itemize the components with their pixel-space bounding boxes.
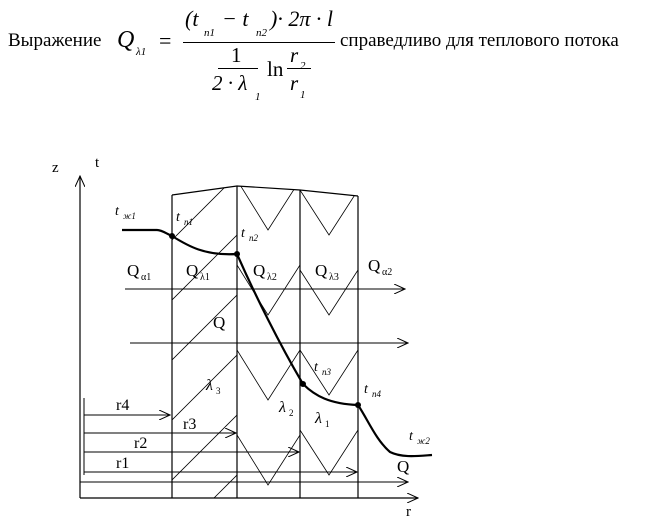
formula-fraction-bar — [183, 42, 335, 43]
axis-z-label: z — [52, 160, 59, 176]
formula-lhs-symbol: Q — [117, 27, 135, 53]
label-t-n3-sub: п3 — [322, 367, 332, 377]
label-t-zh2: t — [409, 429, 414, 444]
formula-ln: ln — [267, 57, 284, 81]
axis-t-label: t — [95, 155, 100, 171]
formula-equals: = — [159, 28, 172, 53]
label-t-n4: t — [364, 382, 369, 397]
label-r1: r1 — [116, 455, 129, 472]
label-lambda2-sub: 2 — [289, 408, 294, 418]
label-q-bottom: Q — [397, 457, 409, 476]
formula-r1-subscript: 1 — [300, 89, 306, 101]
label-lambda2: λ — [278, 399, 286, 416]
wall-boundaries — [171, 185, 359, 498]
label-r2: r2 — [134, 435, 147, 452]
formula-den-one: 1 — [231, 43, 242, 67]
label-lambda1: λ — [314, 410, 322, 427]
label-q-l2-sub: λ2 — [267, 272, 277, 283]
label-lambda3-sub: 3 — [216, 386, 221, 396]
label-q-a1-sub: α1 — [141, 272, 151, 283]
formula-den-two-lambda: 2 · λ — [212, 71, 248, 95]
formula-t1-subscript: п1 — [204, 27, 215, 39]
label-q-a2: Q — [368, 256, 380, 275]
label-q-mid: Q — [213, 313, 225, 332]
label-t-n1: t — [176, 210, 181, 225]
formula-r1: r — [290, 71, 299, 95]
question-prefix: Выражение — [8, 30, 102, 51]
formula-inner-bar-left — [218, 68, 258, 69]
layer-3-hatching — [300, 190, 358, 476]
formula-numerator-open: (t — [185, 6, 199, 31]
label-q-l1: Q — [186, 261, 198, 280]
label-lambda3: λ — [205, 377, 213, 394]
label-q-a2-sub: α2 — [382, 267, 392, 278]
question-suffix: справедливо для теплового потока — [340, 30, 619, 51]
label-t-n4-sub: п4 — [372, 389, 382, 399]
formula-minus-t: − t — [222, 6, 249, 31]
label-q-l3-sub: λ3 — [329, 272, 339, 283]
temperature-points — [169, 233, 361, 408]
formula-r2-subscript: 2 — [300, 60, 306, 72]
axis-r-label: r — [406, 504, 411, 520]
layer-1-hatching — [172, 186, 237, 498]
question-statement: Выражение Q λ1 = (t п1 − t п2 )· 2π · l … — [0, 0, 669, 112]
label-t-n2: t — [241, 226, 246, 241]
axes — [80, 176, 418, 498]
formula-lambda-subscript: 1 — [255, 91, 261, 103]
formula-lhs-subscript: λ1 — [136, 46, 147, 58]
label-t-zh1: t — [115, 204, 120, 219]
label-r3: r3 — [183, 416, 196, 433]
label-q-l3: Q — [315, 261, 327, 280]
layer-2-hatching — [237, 186, 300, 486]
label-t-zh1-sub: ж1 — [123, 211, 136, 221]
label-lambda1-sub: 1 — [325, 419, 330, 429]
heat-flow-arrows — [80, 289, 408, 482]
label-q-a1: Q — [127, 261, 139, 280]
radius-arrows — [83, 398, 357, 475]
label-t-n3: t — [314, 360, 319, 375]
formula-numerator-tail: )· 2π · l — [270, 6, 333, 31]
label-t-n1-sub: п1 — [184, 217, 193, 227]
formula-inner-bar-right — [287, 68, 311, 69]
label-q-l1-sub: λ1 — [200, 272, 210, 283]
label-t-zh2-sub: ж2 — [417, 436, 430, 446]
label-r4: r4 — [116, 397, 129, 414]
formula-r2: r — [290, 43, 299, 67]
formula-t2-subscript: п2 — [256, 27, 267, 39]
label-q-l2: Q — [253, 261, 265, 280]
label-t-n2-sub: п2 — [249, 233, 259, 243]
